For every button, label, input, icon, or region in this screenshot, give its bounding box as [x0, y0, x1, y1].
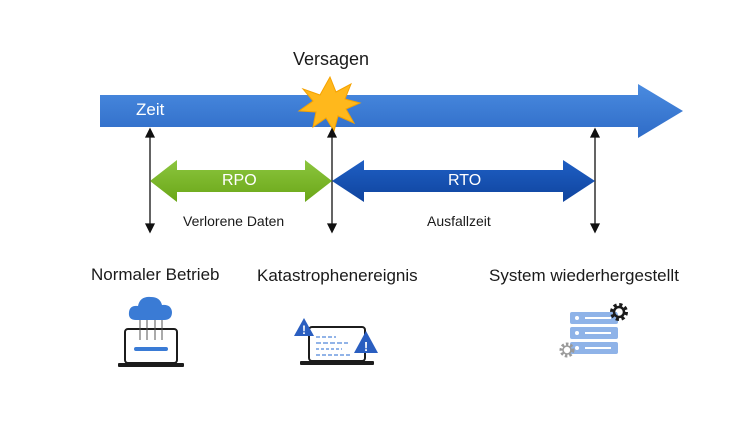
marker-system-restored [589, 127, 601, 234]
failure-burst-icon [297, 75, 362, 133]
rto-caption: Ausfallzeit [427, 213, 491, 229]
gear-small-icon [559, 342, 575, 358]
rto-label: RTO [448, 172, 482, 189]
timeline-label: Zeit [136, 100, 165, 119]
rpo-double-arrow [150, 160, 332, 202]
gear-icon [610, 303, 628, 321]
laptop-warning-icon: ! ! [294, 318, 378, 365]
marker-normal-operation [144, 127, 156, 234]
cloud-laptop-icon [118, 296, 184, 367]
rto-double-arrow [332, 160, 595, 202]
timeline-arrow [100, 84, 683, 138]
stage-normal-operation-label: Normaler Betrieb [91, 265, 220, 284]
rpo-label: RPO [222, 172, 257, 189]
marker-disaster [326, 127, 338, 234]
failure-label: Versagen [293, 49, 370, 69]
stage-disaster-label: Katastrophenereignis [257, 266, 418, 285]
rpo-caption: Verlorene Daten [183, 213, 285, 229]
svg-text:!: ! [302, 323, 306, 337]
stage-system-restored-label: System wiederhergestellt [489, 266, 679, 285]
server-gear-icon [559, 303, 628, 358]
svg-text:!: ! [364, 339, 368, 354]
